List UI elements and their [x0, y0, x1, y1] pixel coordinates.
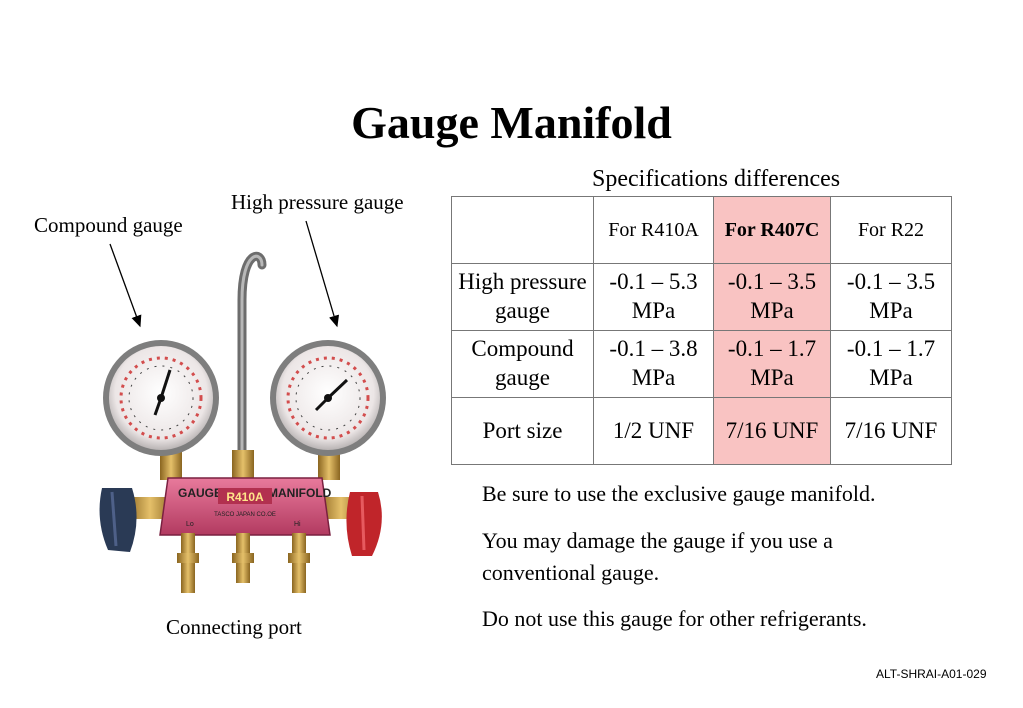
manifold-body-text-gauge: GAUGE: [178, 486, 222, 500]
manifold-brand-text: TASCO JAPAN CO.OE: [214, 512, 276, 518]
cell-r22: -0.1 – 1.7 MPa: [830, 330, 952, 398]
document-code: ALT-SHRAI-A01-029: [876, 667, 987, 681]
manifold-body: GAUGE MANIFOLD R410A TASCO JAPAN CO.OE L…: [159, 477, 332, 536]
low-side-valve-knob: [99, 488, 137, 552]
row-label-compound: Compound gauge: [451, 330, 594, 398]
connecting-ports: [177, 533, 310, 593]
header-cell-r22: For R22: [830, 196, 952, 264]
note-other-refrigerants: Do not use this gauge for other refriger…: [482, 606, 867, 631]
manifold-lo-text: Lo: [186, 521, 194, 528]
cell-r410a: 1/2 UNF: [593, 397, 714, 465]
specifications-table: For R410A For R407C For R22 High pressur…: [451, 196, 952, 465]
slide-title: Gauge Manifold: [351, 97, 672, 148]
high-pressure-gauge: [270, 340, 386, 456]
table-row: High pressure gauge -0.1 – 5.3 MPa -0.1 …: [451, 263, 952, 331]
cell-r22: -0.1 – 3.5 MPa: [830, 263, 952, 331]
hanger-hook: [237, 251, 267, 465]
note-damage-warning: You may damage the gauge if you use a co…: [482, 528, 833, 585]
high-pressure-gauge-label: High pressure gauge: [231, 190, 404, 214]
cell-r407c: -0.1 – 1.7 MPa: [713, 330, 831, 398]
manifold-body-text-manifold: MANIFOLD: [268, 486, 332, 500]
high-pressure-gauge-pointer: [305, 220, 340, 328]
table-header-row: For R410A For R407C For R22: [451, 196, 952, 264]
row-label-high-pressure: High pressure gauge: [451, 263, 594, 331]
manifold-model-text: R410A: [226, 490, 264, 504]
cell-r410a: -0.1 – 5.3 MPa: [593, 263, 714, 331]
cell-r407c: 7/16 UNF: [713, 397, 831, 465]
cell-r410a: -0.1 – 3.8 MPa: [593, 330, 714, 398]
compound-gauge-pointer: [109, 243, 142, 328]
manifold-hi-text: Hi: [294, 521, 301, 528]
cell-r407c: -0.1 – 3.5 MPa: [713, 263, 831, 331]
cell-r22: 7/16 UNF: [830, 397, 952, 465]
compound-gauge-label: Compound gauge: [34, 213, 183, 237]
row-label-port-size: Port size: [451, 397, 594, 465]
table-row: Compound gauge -0.1 – 3.8 MPa -0.1 – 1.7…: [451, 330, 952, 398]
header-cell-r410a: For R410A: [593, 196, 714, 264]
header-cell-r407c: For R407C: [713, 196, 831, 264]
connecting-port-label: Connecting port: [166, 615, 302, 639]
spec-table-caption: Specifications differences: [592, 166, 841, 192]
compound-gauge: [103, 340, 219, 456]
header-cell-empty: [451, 196, 594, 264]
table-row: Port size 1/2 UNF 7/16 UNF 7/16 UNF: [451, 397, 952, 465]
note-exclusive-manifold: Be sure to use the exclusive gauge manif…: [482, 481, 876, 506]
